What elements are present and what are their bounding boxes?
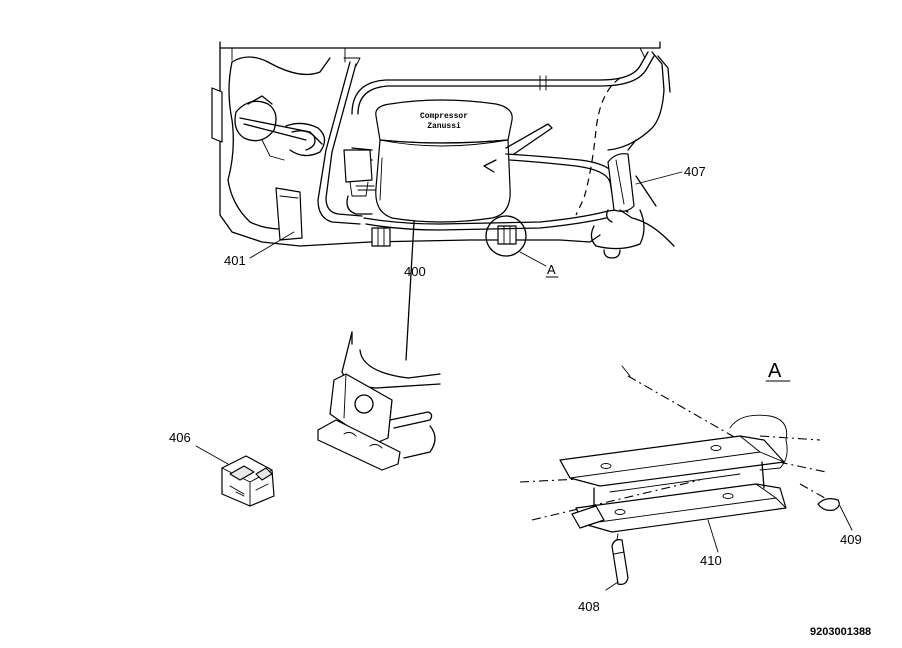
callout-400: 400 xyxy=(404,264,426,279)
compressor-plate-line1: Compressor xyxy=(420,112,468,121)
appliance-base-frame xyxy=(211,41,661,247)
part-408-pin: 408 xyxy=(578,533,629,614)
compressor-mount-detail: 400 xyxy=(317,221,441,471)
callout-408: 408 xyxy=(578,599,600,614)
part-409-clip: 409 xyxy=(817,498,862,547)
callout-406: 406 xyxy=(169,430,191,445)
part-401-bracket xyxy=(275,187,303,241)
left-pipework xyxy=(234,57,363,225)
callout-407: 407 xyxy=(684,164,706,179)
part-410-rail xyxy=(559,435,787,533)
callout-410: 410 xyxy=(700,553,722,568)
part-406-relay: 406 xyxy=(169,430,275,507)
terminal-box xyxy=(343,149,377,215)
compressor-plate-line2: Zanussi xyxy=(427,122,461,131)
callout-401-group: 401 xyxy=(224,231,295,268)
callout-407-group: 407 xyxy=(635,164,706,185)
callout-409: 409 xyxy=(840,532,862,547)
compressor-body xyxy=(347,99,621,223)
callout-a: A xyxy=(547,262,556,277)
upper-tubing xyxy=(351,51,671,151)
document-number: 9203001388 xyxy=(810,626,871,638)
part-407-cylinder xyxy=(606,139,675,247)
callout-401: 401 xyxy=(224,253,246,268)
detail-a-label: A xyxy=(768,360,782,382)
detail-a-rubber-mount xyxy=(729,414,788,471)
right-housing-dashed xyxy=(575,77,645,259)
callout-410-group: 410 xyxy=(700,519,722,568)
callout-a-group: A xyxy=(519,251,559,278)
